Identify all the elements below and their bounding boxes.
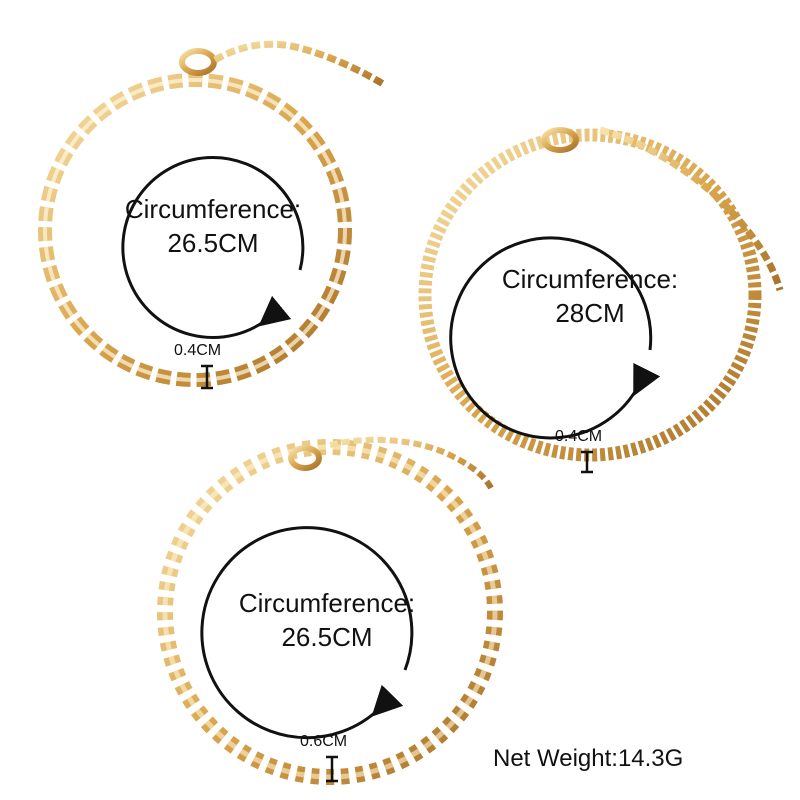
arrow-clasp — [288, 436, 495, 492]
width-marker-3 — [326, 755, 338, 783]
circumference-label-3: Circumference: 26.5CM — [238, 588, 416, 652]
circumference-arrow-3 — [200, 526, 414, 740]
curb-clasp — [541, 126, 784, 291]
net-weight-label: Net Weight:14.3G — [493, 745, 684, 772]
arrow-chain — [157, 436, 503, 785]
figaro-chain — [38, 40, 387, 387]
width-label-3: 0.6CM — [300, 733, 348, 750]
circumference-label-1: Circumference: 26.5CM — [124, 194, 302, 258]
width-marker-2 — [581, 450, 593, 474]
width-label-1: 0.4CM — [174, 342, 222, 359]
circumference-arrow-2 — [449, 236, 661, 440]
width-marker-1 — [201, 364, 213, 390]
width-label-2: 0.4CM — [555, 428, 603, 445]
curb-chain — [418, 126, 784, 462]
circumference-label-2: Circumference: 28CM — [501, 264, 679, 328]
figaro-clasp — [179, 40, 387, 89]
circumference-arrow-1 — [121, 155, 305, 339]
